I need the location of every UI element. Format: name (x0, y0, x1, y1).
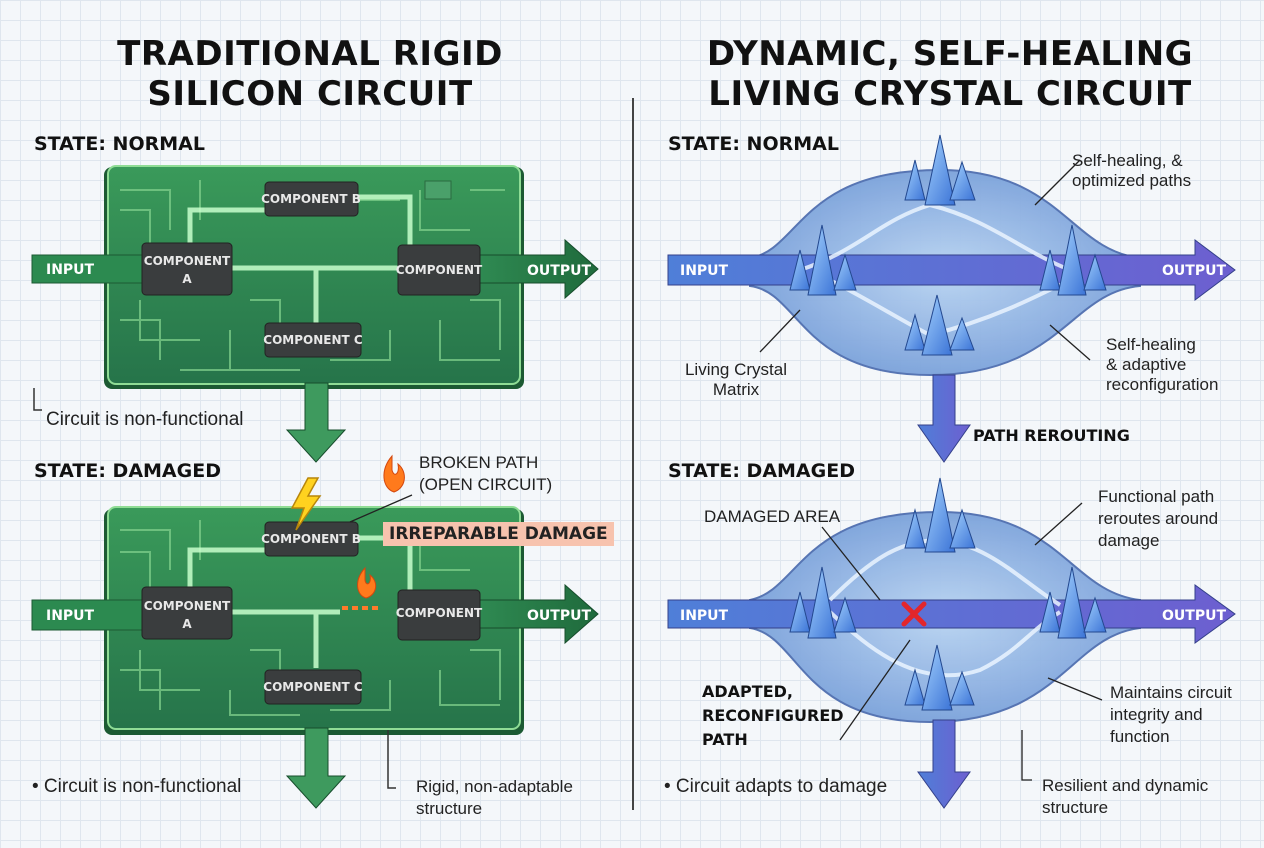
broken-path-line1: BROKEN PATH (419, 453, 538, 472)
crystal-output-label: OUTPUT (1162, 263, 1226, 279)
right-title: DYNAMIC, SELF-HEALING LIVING CRYSTAL CIR… (680, 34, 1220, 114)
down-arrow-damaged (285, 727, 347, 809)
right-damaged-circuit: INPUT OUTPUT DAMAGED A (667, 477, 1236, 817)
component-c-chip (264, 322, 362, 358)
component-label-damaged: COMPONENT (396, 606, 483, 620)
component-b-chip-damaged (264, 521, 359, 557)
component-chip (397, 244, 481, 296)
left-state-damaged: STATE: DAMAGED (34, 460, 221, 482)
fire-icon-board (357, 566, 377, 599)
damage-x-icon (901, 601, 927, 627)
component-b-label-damaged: COMPONENT B (261, 532, 361, 546)
component-a-sub-damaged: A (182, 617, 192, 631)
output-label: OUTPUT (527, 263, 591, 279)
adapted-line3: PATH (702, 730, 748, 749)
small-chip (424, 180, 452, 200)
right-damaged-note: • Circuit adapts to damage (664, 776, 888, 797)
broken-path-leader (349, 494, 413, 523)
crystal-input-label-damaged: INPUT (680, 608, 729, 624)
center-divider (632, 98, 634, 810)
crystal-cluster-right (1039, 224, 1107, 296)
matrix-line1: Living Crystal (685, 360, 787, 379)
crystal-cluster-left (789, 224, 857, 296)
input-label: INPUT (46, 262, 95, 278)
left-title-line2: SILICON CIRCUIT (147, 74, 473, 114)
left-normal-note: Circuit is non-functional (46, 409, 244, 430)
component-c-label: COMPONENT C (263, 333, 363, 347)
fire-icon (383, 454, 405, 493)
crystal-input-label: INPUT (680, 263, 729, 279)
left-title-line1: TRADITIONAL RIGID (117, 34, 503, 74)
left-damaged-note: • Circuit is non-functional (32, 776, 242, 797)
left-state-normal: STATE: NORMAL (34, 133, 205, 155)
functional-line1: Functional path (1098, 487, 1214, 506)
signal-arrow-damaged (667, 584, 1236, 644)
reroute-arrow (917, 374, 971, 463)
pcb-traces-damaged (120, 520, 501, 716)
crystal-cluster-bottom-damaged (904, 644, 975, 711)
left-normal-circuit: INPUT OUTPUT COMPONENT A COMPONENT B COM… (31, 165, 599, 463)
right-title-line1: DYNAMIC, SELF-HEALING (706, 34, 1194, 74)
right-normal-circuit: INPUT OUTPUT Self-healing, & opt (667, 134, 1236, 463)
input-label-damaged: INPUT (46, 608, 95, 624)
leader-lines (759, 159, 1091, 361)
adapted-line2: RECONFIGURED (702, 706, 844, 725)
maintains-line3: function (1110, 727, 1170, 746)
component-b-chip (264, 181, 359, 217)
crystal-cluster-top-damaged (904, 477, 976, 553)
rerouting-label: PATH REROUTING (973, 426, 1130, 445)
crystal-cluster-right-damaged (1039, 566, 1107, 639)
output-arrow-damaged (477, 583, 599, 645)
functional-line2: reroutes around (1098, 509, 1218, 528)
resilient-line1: Resilient and dynamic (1042, 776, 1209, 795)
component-b-label: COMPONENT B (261, 192, 361, 206)
crystal-output-label-damaged: OUTPUT (1162, 608, 1226, 624)
component-c-chip-damaged (264, 669, 362, 705)
crystal-cluster-top (904, 134, 976, 206)
left-title: TRADITIONAL RIGID SILICON CIRCUIT (60, 34, 560, 114)
component-chip-damaged (397, 589, 481, 641)
component-c-label-damaged: COMPONENT C (263, 680, 363, 694)
leader-lines-damaged (821, 502, 1103, 781)
rigid-line1: Rigid, non-adaptable (416, 777, 573, 796)
component-a-chip (141, 242, 233, 296)
pcb-traces (120, 180, 505, 371)
left-damaged-circuit: INPUT OUTPUT COMPONENT A COMPONENT B COM… (31, 454, 599, 809)
damaged-area-label: DAMAGED AREA (704, 507, 841, 526)
adaptive-line3: reconfiguration (1106, 375, 1218, 394)
main-traces (187, 194, 413, 323)
component-a-label: COMPONENT (144, 254, 231, 268)
down-arrow (285, 382, 347, 463)
note-bracket (33, 388, 42, 411)
maintains-line2: integrity and (1110, 705, 1203, 724)
crystal-cluster-bottom (904, 294, 975, 356)
maintains-line1: Maintains circuit (1110, 683, 1232, 702)
right-state-normal: STATE: NORMAL (668, 133, 839, 155)
right-title-line2: LIVING CRYSTAL CIRCUIT (708, 74, 1192, 114)
component-a-chip-damaged (141, 586, 233, 640)
rigid-line2: structure (416, 799, 482, 818)
matrix-line2: Matrix (713, 380, 760, 399)
self-healing-line2: optimized paths (1072, 171, 1191, 190)
crystal-cluster-left-damaged (789, 566, 857, 639)
component-a-sub: A (182, 272, 192, 286)
component-label: COMPONENT (396, 263, 483, 277)
component-a-label-damaged: COMPONENT (144, 599, 231, 613)
irreparable-damage-tag: IRREPARABLE DAMAGE (383, 522, 614, 546)
functional-line3: damage (1098, 531, 1159, 550)
output-arrow (477, 238, 599, 300)
adaptive-line2: & adaptive (1106, 355, 1186, 374)
down-arrow-crystal (917, 719, 971, 809)
lightning-icon (290, 477, 322, 531)
broken-path-line2: (OPEN CIRCUIT) (419, 475, 552, 494)
rigid-bracket (387, 730, 396, 789)
adapted-line1: ADAPTED, (702, 682, 793, 701)
adaptive-line1: Self-healing (1106, 335, 1196, 354)
right-state-damaged: STATE: DAMAGED (668, 460, 855, 482)
output-label-damaged: OUTPUT (527, 608, 591, 624)
resilient-line2: structure (1042, 798, 1108, 817)
self-healing-line1: Self-healing, & (1072, 151, 1183, 170)
